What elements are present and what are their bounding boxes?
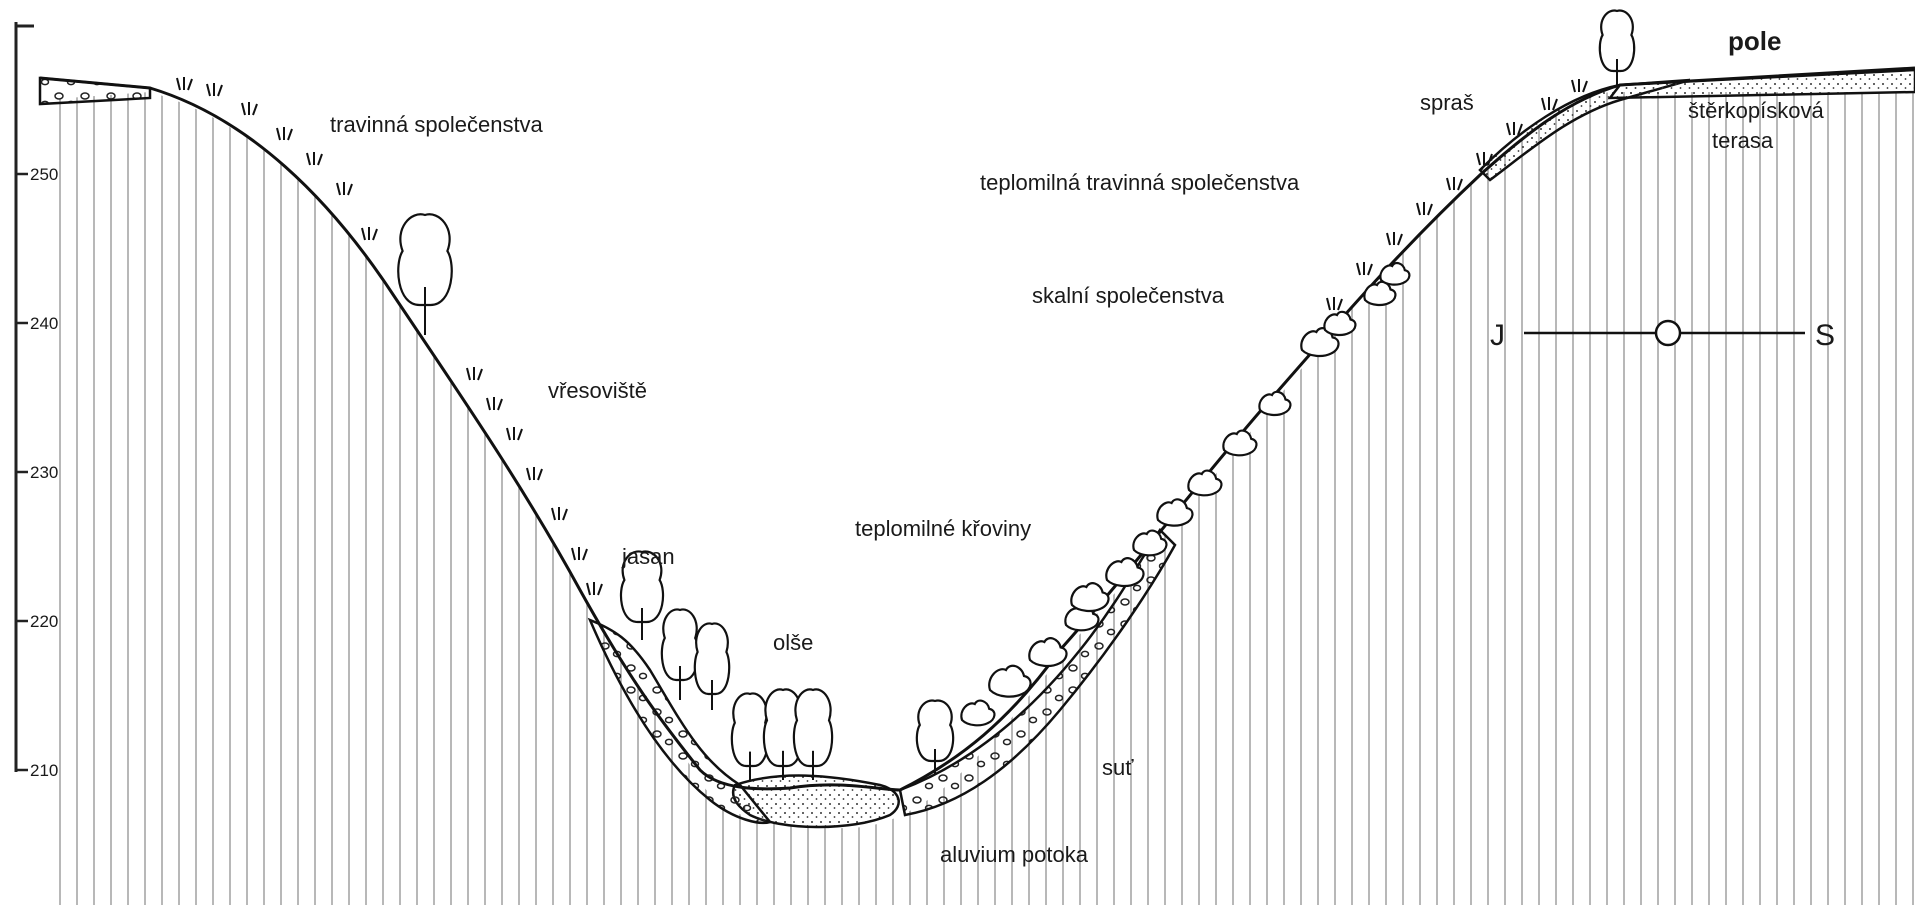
shrub-icon: [1380, 263, 1409, 285]
label-scree: suť: [1102, 755, 1134, 780]
grass-tuft-icon: [1357, 262, 1372, 275]
terrain-surface: [40, 68, 1915, 790]
label-grassland: travinná společenstva: [330, 112, 544, 137]
axis-tick-label: 220: [30, 612, 58, 631]
grass-tuft-icon: [242, 102, 257, 115]
axis-tick-label: 250: [30, 165, 58, 184]
tree-icon: [732, 693, 768, 780]
grass-tuft-icon: [207, 83, 222, 96]
label-stream-alluvium: aluvium potoka: [940, 842, 1089, 867]
grass-tuft-icon: [527, 467, 542, 480]
grass-tuft-icon: [1387, 232, 1402, 245]
label-heathland: vřesoviště: [548, 378, 647, 403]
grass-tuft-icon: [572, 547, 587, 560]
label-ash: jasan: [621, 544, 675, 569]
grass-tuft-icon: [507, 427, 522, 440]
shrub-icon: [961, 701, 994, 726]
grass-tuft-icon: [1572, 79, 1587, 92]
shrub-icon: [989, 666, 1030, 697]
axis-tick-label: 210: [30, 761, 58, 780]
label-rock-communities: skalní společenstva: [1032, 283, 1225, 308]
grass-tuft-icon: [467, 367, 482, 380]
orientation-north: S: [1815, 319, 1835, 352]
tree-icon: [662, 609, 698, 700]
grass-tuft-icon: [277, 127, 292, 140]
label-thermophilous-grassland: teplomilná travinná společenstva: [980, 170, 1300, 195]
grass-tuft-icon: [487, 397, 502, 410]
shrub-icon: [1071, 583, 1108, 611]
grass-tuft-icon: [1507, 122, 1522, 135]
shrub-icon: [1259, 392, 1290, 415]
grass-tuft-icon: [1417, 202, 1432, 215]
grass-tuft-icon: [362, 227, 377, 240]
grass-tuft-icon: [587, 582, 602, 595]
shrub-icon: [1106, 558, 1143, 586]
label-field: pole: [1728, 26, 1781, 56]
label-terrace: terasa: [1712, 128, 1774, 153]
tree-icon: [794, 689, 832, 780]
orientation-south: J: [1490, 319, 1505, 352]
axis-tick-label: 240: [30, 314, 58, 333]
shrub-icon: [1029, 638, 1066, 666]
label-gravel-sand: štěrkopísková: [1688, 98, 1824, 123]
grass-tuft-icon: [307, 152, 322, 165]
grass-tuft-icon: [337, 182, 352, 195]
label-thermophilous-shrubs: teplomilné křoviny: [855, 516, 1031, 541]
shrub-icon: [1157, 499, 1192, 525]
orientation-indicator: J S: [1490, 319, 1835, 352]
elevation-axis: 250 240 230 220 210: [16, 22, 58, 780]
grass-tuft-icon: [1477, 152, 1492, 165]
grass-tuft-icon: [1447, 177, 1462, 190]
shrub-icon: [1223, 431, 1256, 456]
label-loess: spraš: [1420, 90, 1474, 115]
label-alder: olše: [773, 630, 813, 655]
grass-tuft-icon: [1327, 297, 1342, 310]
shrub-icon: [1324, 312, 1355, 335]
axis-tick-label: 230: [30, 463, 58, 482]
grass-tuft-icon: [552, 507, 567, 520]
tree-icon: [695, 623, 729, 710]
grass-tuft-icon: [177, 77, 192, 90]
tree-icon: [1600, 11, 1634, 85]
grass-tuft-icon: [1542, 97, 1557, 110]
